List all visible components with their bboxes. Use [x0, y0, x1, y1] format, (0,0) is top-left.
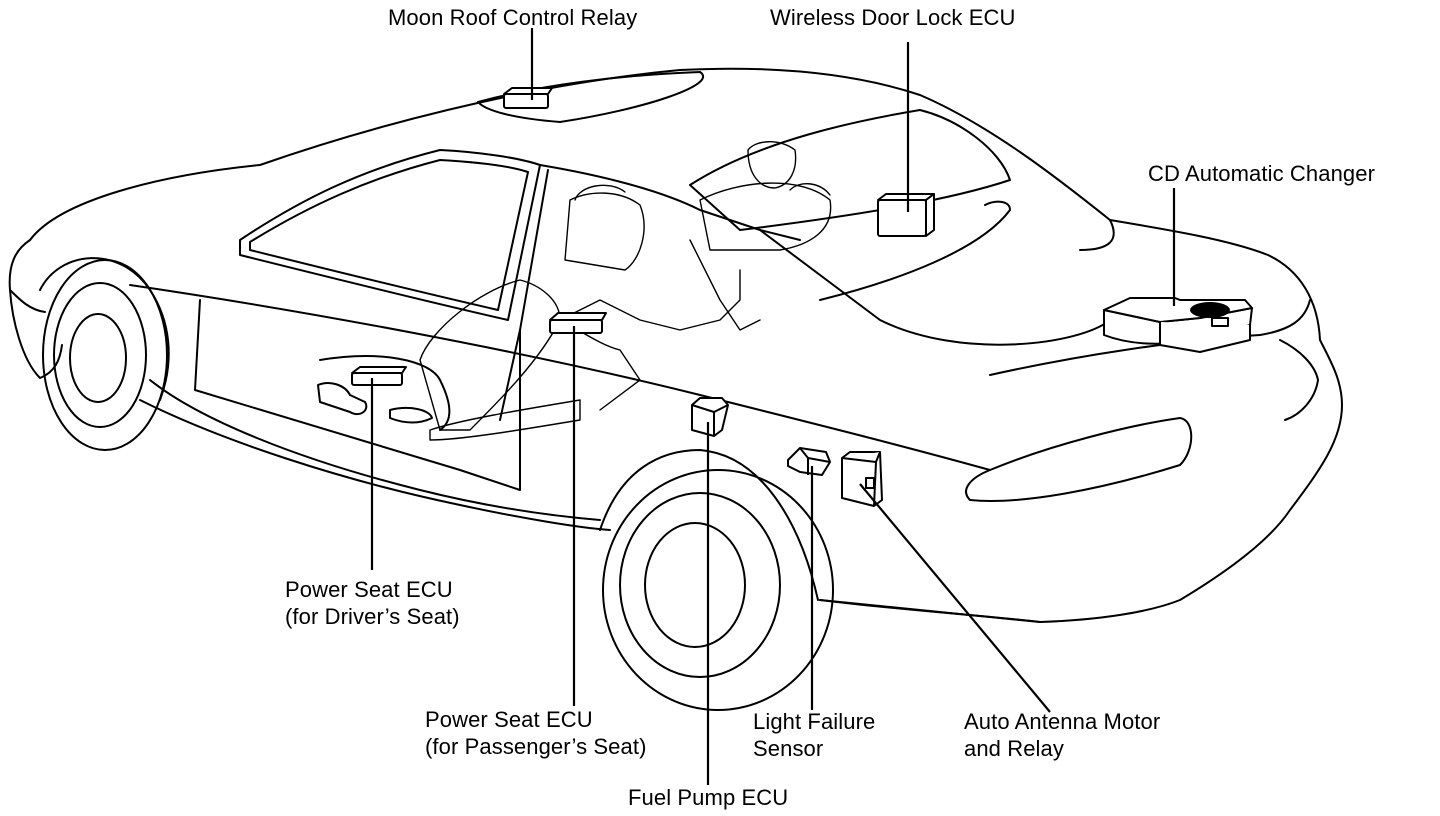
label-light-failure-sensor: Light Failure Sensor [753, 709, 876, 761]
front-wheel-hub [69, 313, 127, 403]
rear-seat [699, 182, 832, 251]
moonroof-relay-component [503, 87, 553, 109]
rear-headrest-2 [789, 183, 831, 196]
car-outline [29, 67, 1343, 623]
front-wheel-arch [39, 257, 170, 401]
light-failure-sensor-component [787, 447, 831, 476]
rear-wheel-arch [599, 449, 819, 601]
moonroof-panel [477, 71, 704, 123]
c-pillar [759, 229, 1111, 346]
passenger-headrest [574, 184, 626, 201]
components [351, 87, 1253, 507]
wireless-door-ecu-component [877, 193, 935, 237]
fuel-pump-ecu-component [691, 397, 729, 437]
label-fuel-pump-ecu: Fuel Pump ECU [628, 785, 789, 810]
passenger-seat-back [564, 192, 645, 271]
front-bumper-lower [9, 289, 46, 313]
driver-seat-back [419, 279, 561, 431]
leader-lines [370, 28, 1176, 785]
auto-antenna-component [841, 451, 883, 507]
rear-wheel-hub [644, 522, 746, 648]
rear-window [689, 109, 1011, 231]
power-seat-driver-component [351, 366, 407, 386]
trunk-edge [1079, 219, 1115, 251]
rear-headrest-1 [747, 141, 797, 189]
door-frame [539, 164, 801, 241]
rocker-panel-lower [139, 399, 611, 531]
windshield [239, 149, 541, 321]
front-wheel-inner [53, 282, 147, 428]
power-seat-passenger-component [549, 312, 607, 334]
label-wireless-door-lock-ecu: Wireless Door Lock ECU [770, 5, 1016, 30]
rear-seat-frame [689, 239, 761, 331]
door-handle [317, 382, 368, 416]
door-outline [194, 299, 521, 491]
windshield-inner [249, 159, 529, 311]
label-power-seat-ecu-passenger: Power Seat ECU (for Passenger’s Seat) [425, 707, 647, 759]
seatbelt-frame [559, 269, 741, 331]
car-body [8, 67, 1343, 711]
side-crease [129, 284, 991, 471]
rear-bumper [1279, 339, 1319, 421]
rear-deck [819, 200, 1011, 301]
driver-seat-base [429, 399, 581, 441]
rear-lamp [965, 417, 1193, 502]
rear-bumper-lower [819, 599, 1041, 623]
rocker-panel [149, 379, 601, 521]
door-panel-inner [319, 355, 451, 431]
interior [419, 141, 832, 441]
leader-auto-antenna [859, 483, 1051, 713]
label-auto-antenna-motor-relay: Auto Antenna Motor and Relay [964, 709, 1161, 761]
label-cd-automatic-changer: CD Automatic Changer [1148, 161, 1375, 186]
rear-wheel-inner [619, 492, 781, 678]
label-power-seat-ecu-driver: Power Seat ECU (for Driver’s Seat) [285, 577, 460, 629]
b-pillar [499, 169, 549, 421]
label-moon-roof-control-relay: Moon Roof Control Relay [388, 5, 638, 30]
cd-changer-component [1103, 297, 1253, 353]
rear-wheel-outer [602, 469, 834, 711]
door-pocket [389, 407, 433, 424]
front-wheel-outer [42, 259, 168, 451]
